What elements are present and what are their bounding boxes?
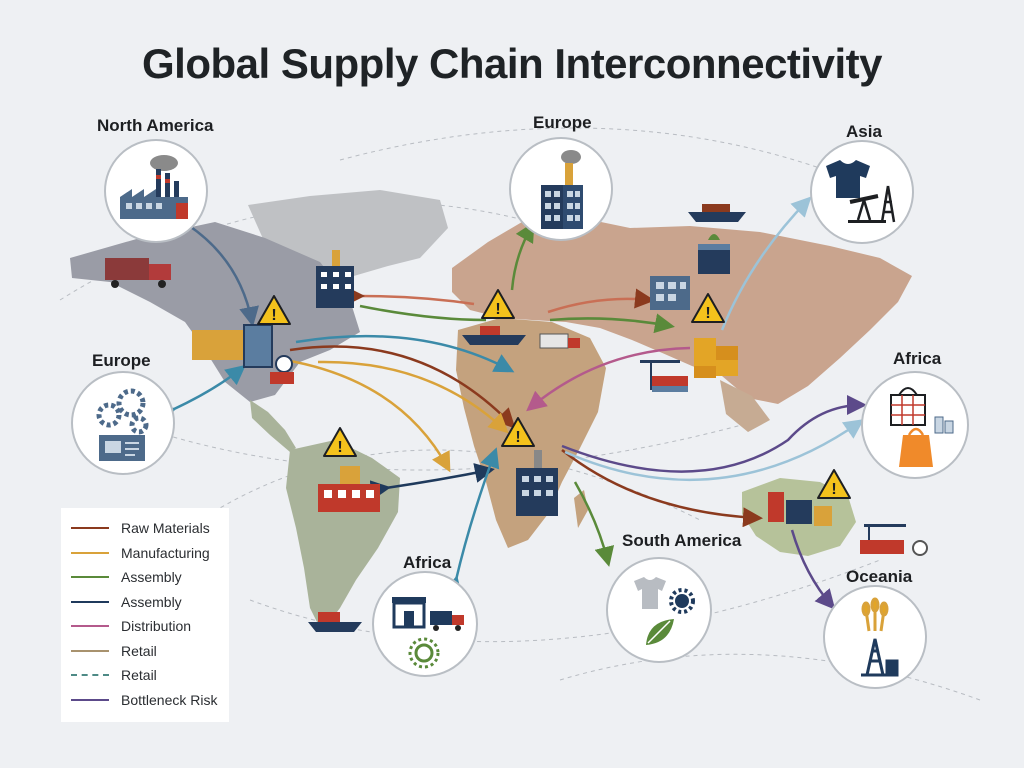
office-building-icon: [650, 276, 690, 310]
europe-node: [509, 137, 613, 241]
container-crane-icon: [860, 524, 928, 556]
oil-derrick-icon: [861, 638, 899, 677]
truck-icon: [105, 258, 171, 288]
office-building-icon: [768, 492, 832, 526]
warning-icon: !: [501, 417, 535, 447]
legend-label: Assembly: [121, 593, 182, 610]
office-building-icon: [316, 250, 354, 308]
store-icon: [698, 234, 730, 274]
legend-swatch: [71, 576, 109, 579]
page-title: Global Supply Chain Interconnectivity: [142, 40, 882, 87]
legend-swatch: [71, 527, 109, 530]
south-america-node: [606, 557, 712, 663]
container-stack-icon: [694, 338, 738, 378]
legend-item: Manufacturing: [71, 541, 219, 566]
office-building-icon: [516, 450, 558, 516]
gears-icon: [96, 388, 149, 435]
factory-icon: [318, 466, 380, 512]
region-label-europe-left: Europe: [92, 351, 151, 370]
cargo-ship-icon: [462, 326, 526, 345]
office-building-icon: [541, 150, 583, 229]
legend-label: Raw Materials: [121, 520, 210, 537]
oil-pump-icon: [848, 185, 896, 223]
legend-swatch: [71, 674, 109, 677]
legend-item: Distribution: [71, 614, 219, 639]
region-label-asia: Asia: [846, 122, 882, 141]
legend-swatch: [71, 600, 109, 603]
warning-icon: !: [481, 289, 515, 319]
central-america-land: [250, 400, 296, 452]
wheat-icon: [861, 597, 889, 632]
warning-icon: !: [323, 427, 357, 457]
japan-land: [842, 286, 858, 320]
legend-item: Assembly: [71, 565, 219, 590]
legend-swatch: [71, 649, 109, 652]
legend-item: Retail: [71, 639, 219, 664]
warning-icon: !: [691, 293, 725, 323]
cargo-ship-icon: [308, 612, 362, 632]
warning-icon: !: [257, 295, 291, 325]
legend-swatch: [71, 551, 109, 554]
cargo-ship-icon: [688, 204, 746, 222]
legend-label: Manufacturing: [121, 544, 210, 561]
region-label-south-america: South America: [622, 531, 742, 550]
truck-icon: [539, 333, 580, 349]
warning-icon: !: [817, 469, 851, 499]
region-label-north-america: North America: [97, 116, 214, 135]
svg-text:!: !: [831, 481, 836, 498]
svg-text:!: !: [337, 439, 342, 456]
legend-label: Assembly: [121, 569, 182, 586]
factory-icon: [120, 155, 188, 219]
legend-item: Retail: [71, 663, 219, 688]
region-label-africa-right: Africa: [893, 349, 942, 368]
legend-label: Distribution: [121, 618, 192, 635]
container-crane-icon: [640, 360, 688, 392]
north-america-node: [104, 139, 208, 243]
legend-swatch: [71, 698, 109, 701]
circuit-board-icon: [99, 435, 145, 461]
legend-label: Bottleneck Risk: [121, 691, 218, 708]
gear-icon: [669, 588, 695, 614]
leaf-icon: [646, 619, 674, 645]
legend-label: Retail: [121, 667, 157, 684]
asia-node: [810, 140, 914, 244]
tshirt-icon: [826, 160, 870, 198]
legend-item: Assembly: [71, 590, 219, 615]
legend-item: Bottleneck Risk: [71, 688, 219, 713]
gear-flower-icon: [408, 637, 440, 669]
legend-swatch: [71, 625, 109, 628]
flow-arrows: [154, 196, 867, 610]
madagascar-land: [574, 490, 588, 528]
shopping-bag-icon: [890, 387, 954, 467]
region-label-africa-bottom: Africa: [403, 553, 452, 572]
southeast-asia-land: [720, 380, 770, 432]
svg-text:!: !: [705, 305, 710, 322]
region-label-oceania: Oceania: [846, 567, 913, 586]
svg-text:!: !: [515, 429, 520, 446]
truck-icon: [430, 611, 464, 631]
warehouse-icon: [192, 324, 294, 384]
svg-text:!: !: [271, 307, 276, 324]
svg-text:!: !: [495, 301, 500, 318]
africa-bottom-node: [372, 571, 478, 677]
europe-left-node: [71, 371, 175, 475]
oceania-node: [823, 585, 927, 689]
legend-item: Raw Materials: [71, 516, 219, 541]
africa-right-node: [861, 371, 969, 479]
store-icon: [392, 597, 426, 629]
legend-label: Retail: [121, 642, 157, 659]
tshirt-icon: [634, 577, 666, 609]
region-label-europe: Europe: [533, 113, 592, 132]
